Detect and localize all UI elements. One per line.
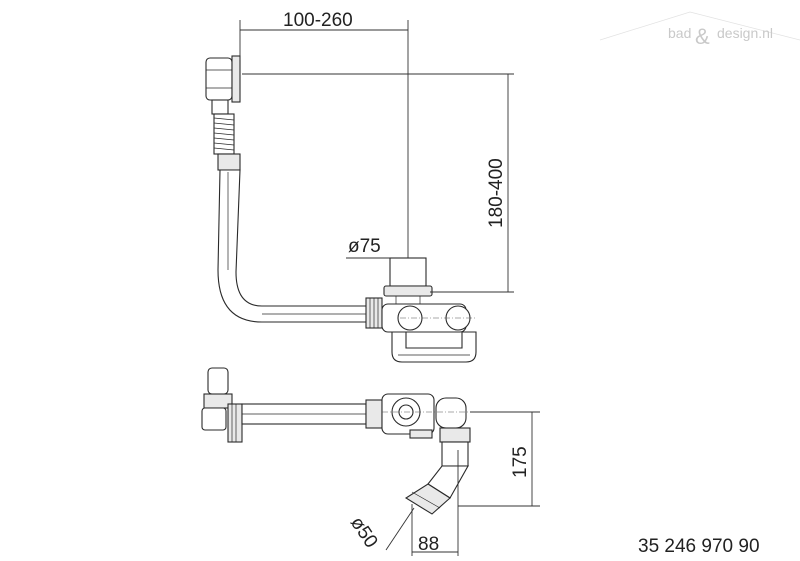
drain-valve <box>381 257 471 333</box>
drain-valve-top <box>381 393 435 439</box>
flex-hose <box>213 113 241 171</box>
dim-diameter-bottom: ø50 <box>346 507 415 552</box>
siphon-trap <box>391 331 477 363</box>
dim-label-diameter-top: ø75 <box>348 236 381 257</box>
dim-label-top-width: 100-260 <box>283 10 353 31</box>
pipe-coupling-top <box>365 399 383 429</box>
watermark-logo: bad & design.nl <box>599 11 800 49</box>
dim-offset-height: 175 <box>458 411 540 507</box>
dim-label-offset-height: 175 <box>510 446 531 478</box>
side-view: 100-260 180-400 ø75 <box>205 10 514 363</box>
dim-label-offset-width: 88 <box>418 534 439 555</box>
dim-label-height: 180-400 <box>486 158 507 228</box>
dim-diameter-top: ø75 <box>346 236 390 259</box>
article-number: 35 246 970 90 <box>638 536 760 557</box>
overflow-head-top <box>201 367 243 443</box>
watermark-text-left: bad <box>668 25 691 41</box>
overflow-head <box>205 55 241 115</box>
dim-top-width: 100-260 <box>239 10 409 258</box>
watermark-ampersand: & <box>695 24 710 49</box>
dim-offset-width: 88 <box>411 450 459 556</box>
dim-height: 180-400 <box>242 73 514 293</box>
dim-label-diameter-bottom: ø50 <box>346 513 382 552</box>
watermark-text-right: design.nl <box>717 25 773 41</box>
top-view: 175 88 ø50 <box>201 367 540 556</box>
